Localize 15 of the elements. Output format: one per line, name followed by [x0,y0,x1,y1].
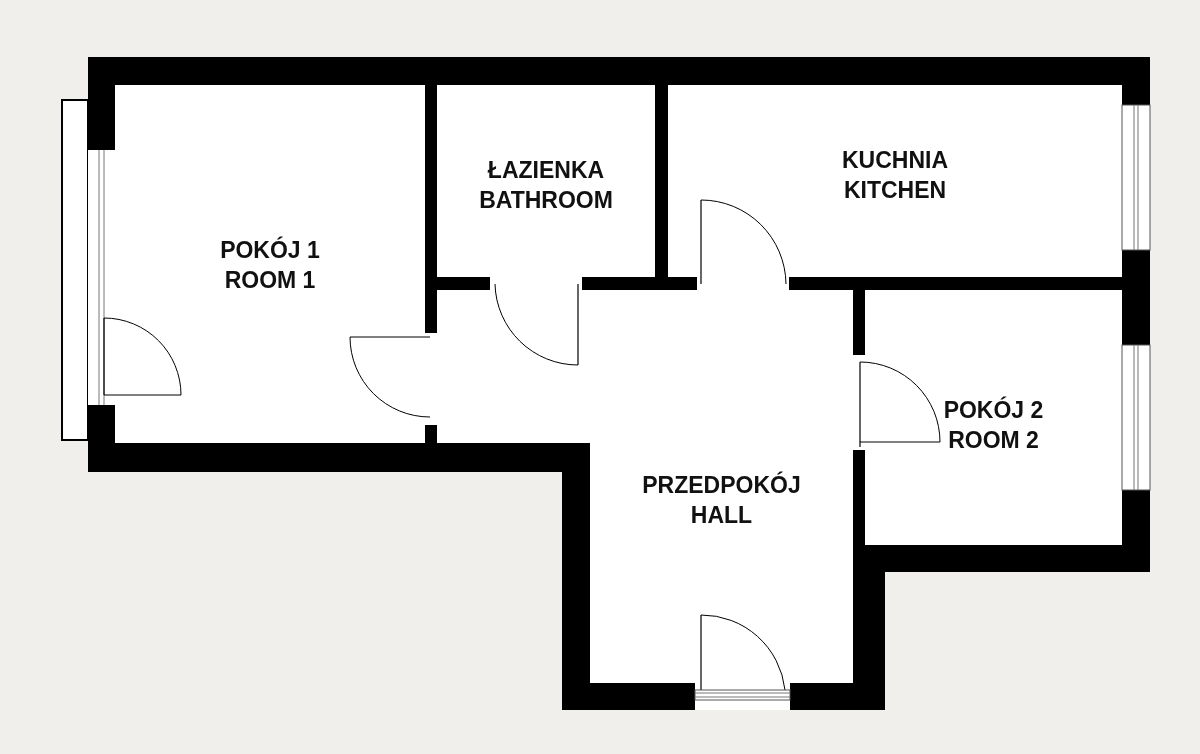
room [437,290,853,683]
room-label: ROOM 1 [224,266,316,295]
room [437,85,655,277]
room-label: POKÓJ 1 [220,235,320,265]
room-label: ROOM 2 [948,426,1039,455]
room-label: POKÓJ 2 [943,395,1044,425]
room-label: KITCHEN [843,176,947,205]
room-label: ŁAZIENKA [487,156,605,185]
room [115,85,425,443]
room-label: HALL [690,501,753,530]
room-label: KUCHNIA [841,146,949,175]
room-label: BATHROOM [479,186,613,215]
room-label: PRZEDPOKÓJ [642,470,801,500]
room [865,290,1122,545]
room [668,85,1122,277]
